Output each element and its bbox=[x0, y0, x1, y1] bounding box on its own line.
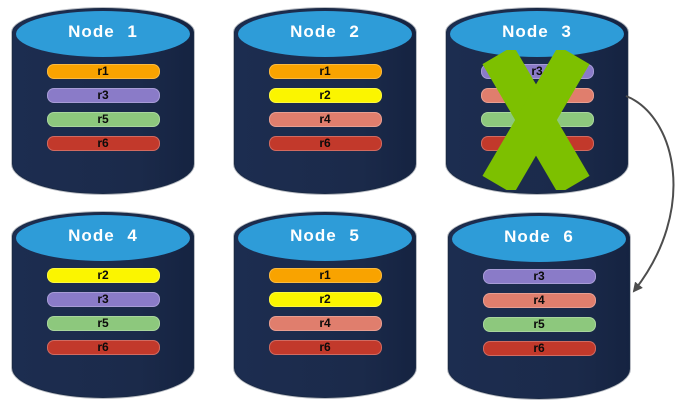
cylinder-cap: Node 3 bbox=[450, 11, 624, 57]
replica-bar: r3 bbox=[480, 64, 594, 79]
replica-list: r1 r2 r4 r6 bbox=[234, 268, 416, 355]
node-3-cylinder: Node 3 r3 bbox=[446, 8, 628, 194]
replica-bar: r1 bbox=[46, 64, 160, 79]
replica-bar: r1 bbox=[268, 268, 382, 283]
replica-bar: r4 bbox=[482, 293, 596, 308]
node-4-cylinder: Node 4 r2 r3 r5 r6 bbox=[12, 212, 194, 398]
replica-bar: r6 bbox=[46, 136, 160, 151]
cylinder-cap: Node 2 bbox=[238, 11, 412, 57]
replica-list: r3 r4 r5 r6 bbox=[448, 269, 630, 356]
replica-bar: r4 bbox=[268, 112, 382, 127]
replica-bar bbox=[480, 88, 594, 103]
node-title: Node 5 bbox=[290, 226, 360, 245]
replica-bar: r6 bbox=[482, 341, 596, 356]
replica-bar: r5 bbox=[46, 112, 160, 127]
replica-list: r1 r2 r4 r6 bbox=[234, 64, 416, 151]
cylinder-cap: Node 6 bbox=[452, 216, 626, 262]
replica-bar: r3 bbox=[482, 269, 596, 284]
node-title: Node 3 bbox=[502, 22, 572, 41]
node-title: Node 6 bbox=[504, 227, 574, 246]
replica-bar: r6 bbox=[268, 340, 382, 355]
replica-bar: r4 bbox=[268, 316, 382, 331]
replica-bar: r5 bbox=[482, 317, 596, 332]
replica-bar: r1 bbox=[268, 64, 382, 79]
node-title: Node 4 bbox=[68, 226, 138, 245]
cylinder-cap: Node 4 bbox=[16, 215, 190, 261]
node-1-cylinder: Node 1 r1 r3 r5 r6 bbox=[12, 8, 194, 194]
replica-bar: r2 bbox=[268, 292, 382, 307]
node-5-cylinder: Node 5 r1 r2 r4 r6 bbox=[234, 212, 416, 398]
replica-bar: r6 bbox=[46, 340, 160, 355]
node-title: Node 1 bbox=[68, 22, 138, 41]
replica-bar: r6 bbox=[268, 136, 382, 151]
node-6-cylinder: Node 6 r3 r4 r5 r6 bbox=[448, 213, 630, 399]
replica-bar: r2 bbox=[46, 268, 160, 283]
replica-list: r1 r3 r5 r6 bbox=[12, 64, 194, 151]
replica-list: r3 bbox=[446, 64, 628, 151]
replica-bar bbox=[480, 136, 594, 151]
cylinder-cap: Node 5 bbox=[238, 215, 412, 261]
replica-bar: r5 bbox=[46, 316, 160, 331]
cylinder-cap: Node 1 bbox=[16, 11, 190, 57]
replica-bar bbox=[480, 112, 594, 127]
replica-list: r2 r3 r5 r6 bbox=[12, 268, 194, 355]
node-title: Node 2 bbox=[290, 22, 360, 41]
replica-bar: r3 bbox=[46, 88, 160, 103]
replica-bar: r3 bbox=[46, 292, 160, 307]
node-2-cylinder: Node 2 r1 r2 r4 r6 bbox=[234, 8, 416, 194]
replica-bar: r2 bbox=[268, 88, 382, 103]
